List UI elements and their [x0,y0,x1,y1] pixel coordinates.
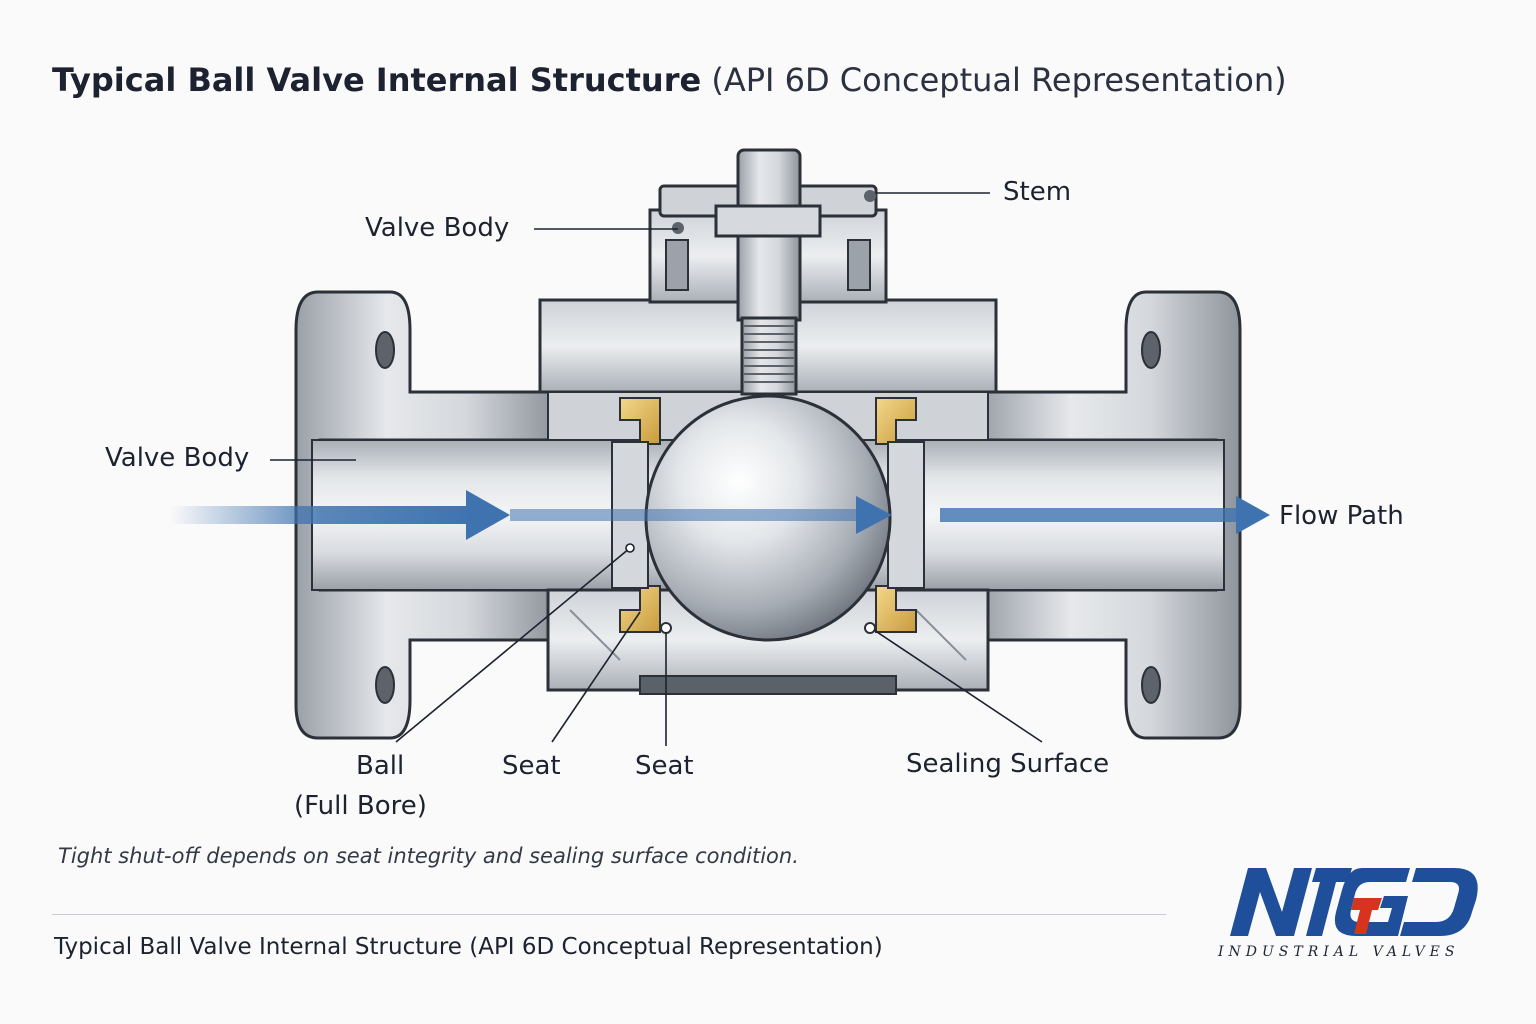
note-text: Tight shut-off depends on seat integrity… [58,844,799,868]
divider [52,914,1166,915]
label-stem: Stem [1003,177,1072,207]
label-ball: Ball [356,751,405,781]
page-title: Typical Ball Valve Internal Structure (A… [52,58,1287,102]
ntgd-logo [1230,868,1478,936]
label-valve-body-left: Valve Body [105,443,250,473]
label-flow-path: Flow Path [1279,501,1404,531]
title-main: Typical Ball Valve Internal Structure [52,61,702,99]
left-flange [294,290,558,740]
label-valve-body-top: Valve Body [365,213,510,243]
caption: Typical Ball Valve Internal Structure (A… [54,934,883,960]
flow-arrow [170,490,1270,540]
label-seat-1: Seat [502,751,561,781]
leader-lines [270,192,1043,746]
right-flange [978,290,1242,740]
stem [714,148,822,396]
label-seat-2: Seat [635,751,694,781]
label-sealing-surface: Sealing Surface [906,749,1110,779]
label-ball-sub: (Full Bore) [294,791,427,821]
logo-tagline: INDUSTRIAL VALVES [1218,944,1460,960]
title-sub: (API 6D Conceptual Representation) [711,61,1287,99]
